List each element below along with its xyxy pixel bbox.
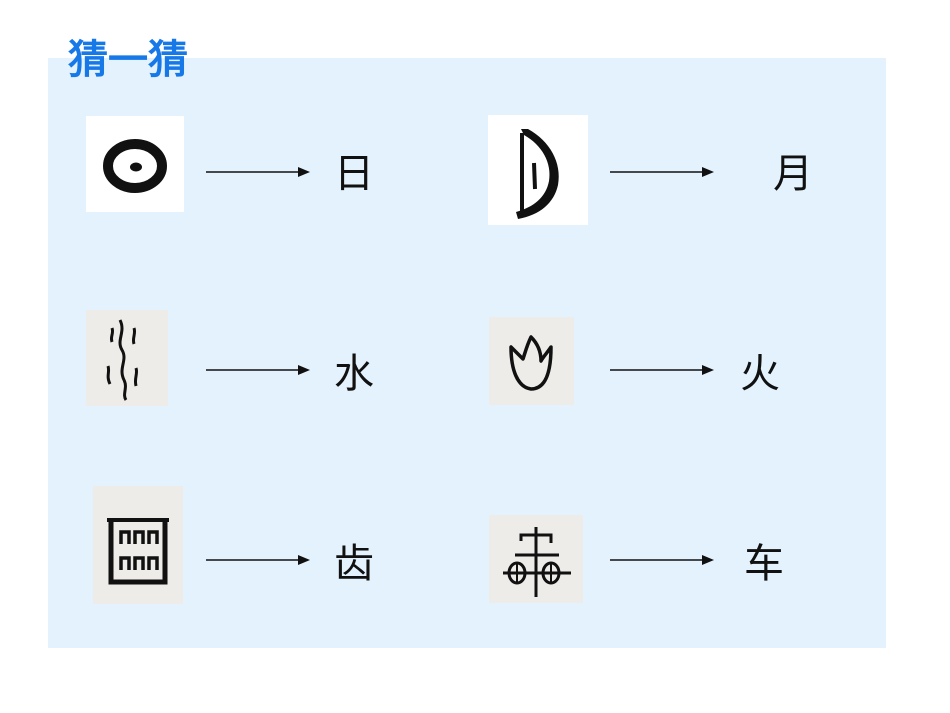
tooth-glyph-icon [93, 486, 183, 604]
content-panel [48, 58, 886, 648]
arrow-icon [206, 363, 310, 377]
answer-char: 火 [740, 351, 780, 397]
moon-glyph-icon [488, 115, 588, 225]
answer-char: 齿 [334, 541, 374, 587]
answer-char: 日 [334, 151, 374, 197]
arrow-icon [610, 553, 714, 567]
sun-glyph-icon [86, 116, 184, 212]
page-title: 猜一猜 [68, 37, 188, 83]
answer-char: 月 [773, 151, 813, 197]
cart-glyph-icon [489, 515, 583, 603]
answer-char: 车 [744, 541, 784, 587]
arrow-icon [206, 553, 310, 567]
arrow-icon [610, 165, 714, 179]
water-glyph-icon [86, 310, 168, 406]
fire-glyph-icon [489, 317, 574, 405]
arrow-icon [610, 363, 714, 377]
arrow-icon [206, 165, 310, 179]
answer-char: 水 [334, 351, 374, 397]
